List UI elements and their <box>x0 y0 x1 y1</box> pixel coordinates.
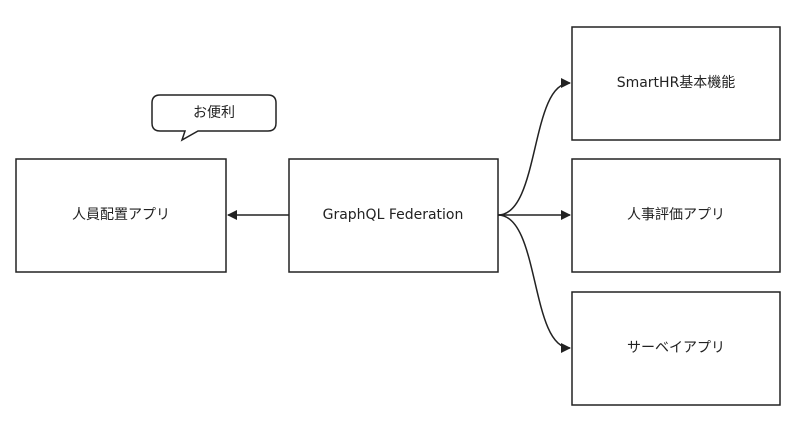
edge-federation-to-survey-app <box>497 214 571 353</box>
federation-label: GraphQL Federation <box>323 207 464 223</box>
node-survey-app: サーベイアプリ <box>571 291 781 406</box>
people-app-box <box>15 158 227 273</box>
edges <box>227 78 571 353</box>
survey-app-label: サーベイアプリ <box>627 340 725 356</box>
node-people-app: 人員配置アプリ <box>15 158 227 273</box>
evaluation-app-label: 人事評価アプリ <box>627 207 725 223</box>
callout-shape <box>151 94 277 142</box>
node-smarthr-core: SmartHR基本機能 <box>571 26 781 141</box>
people-app-label: 人員配置アプリ <box>72 207 170 223</box>
survey-app-box <box>571 291 781 406</box>
callout-text: お便利 <box>193 105 235 121</box>
node-federation: GraphQL Federation <box>288 158 499 273</box>
callout-bubble: お便利 <box>151 94 277 142</box>
edge-federation-to-smarthr-core <box>497 78 571 216</box>
smarthr-core-label: SmartHR基本機能 <box>617 74 736 91</box>
smarthr-core-box <box>571 26 781 141</box>
node-evaluation-app: 人事評価アプリ <box>571 158 781 273</box>
evaluation-app-box <box>571 158 781 273</box>
